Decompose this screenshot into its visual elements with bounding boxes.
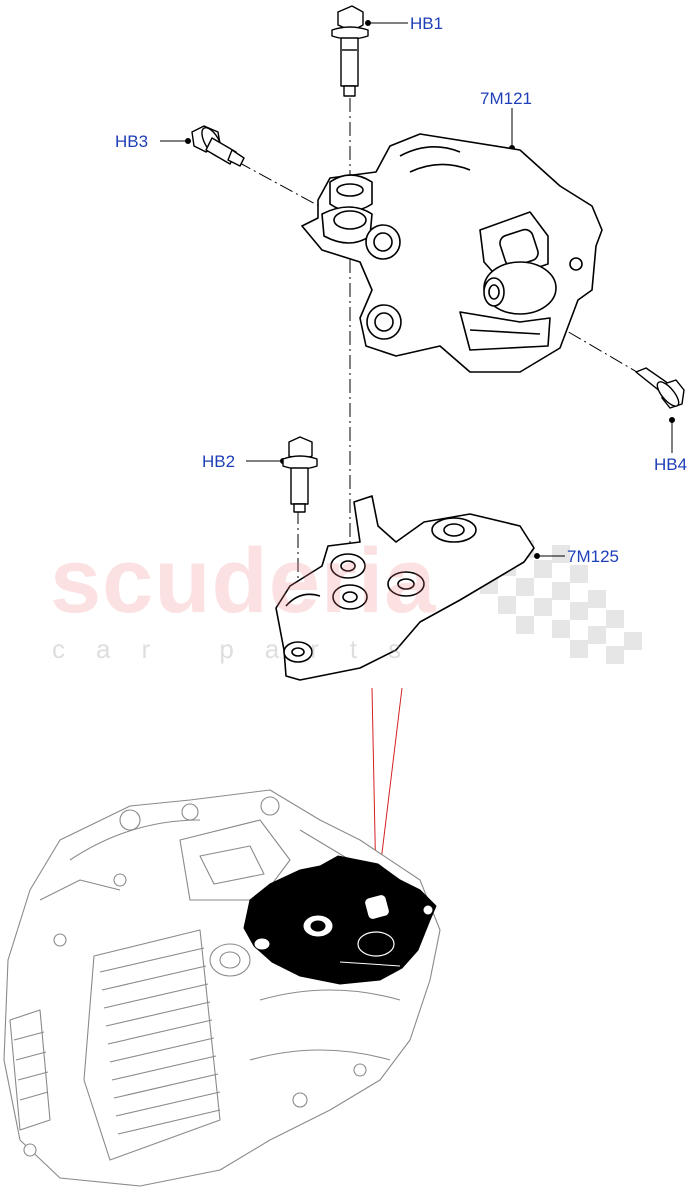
engine-mount-icon bbox=[301, 133, 603, 373]
callout-7m121[interactable]: 7M121 bbox=[480, 89, 532, 108]
callout-leaders bbox=[160, 20, 675, 559]
callout-hb2[interactable]: HB2 bbox=[202, 452, 236, 471]
transmission-assembly-icon bbox=[3, 789, 441, 1187]
callout-hb1[interactable]: HB1 bbox=[410, 14, 444, 33]
watermark-brand: scuderia bbox=[50, 530, 437, 632]
callout-hb3[interactable]: HB3 bbox=[115, 132, 149, 151]
bolt-hb4-icon bbox=[635, 367, 685, 409]
bolt-hb3-icon bbox=[191, 125, 245, 167]
bolt-hb2-icon bbox=[282, 436, 318, 513]
watermark-tagline: car parts bbox=[52, 634, 433, 664]
callout-7m125[interactable]: 7M125 bbox=[567, 547, 619, 566]
mount-bracket-icon bbox=[275, 495, 535, 681]
callout-hb4[interactable]: HB4 bbox=[654, 455, 688, 474]
bolt-hb1-icon bbox=[331, 5, 369, 97]
installed-mount-highlight bbox=[243, 855, 437, 985]
